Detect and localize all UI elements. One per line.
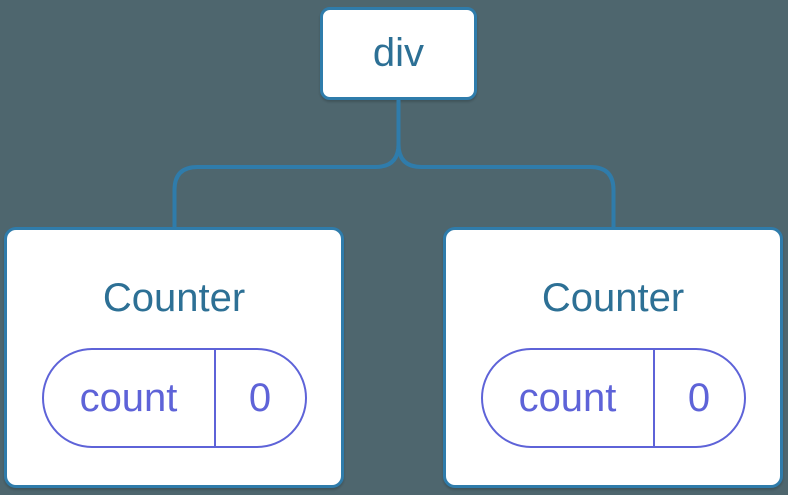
state-pill: count 0 (41, 348, 307, 448)
tree-node-counter-left: Counter count 0 (4, 227, 344, 488)
tree-node-counter-right: Counter count 0 (443, 227, 783, 488)
root-node-label: div (372, 31, 425, 75)
state-pill: count 0 (480, 348, 746, 448)
state-value: 0 (248, 375, 272, 420)
component-name: Counter (102, 276, 246, 320)
component-name: Counter (541, 276, 685, 320)
connector-left-branch (172, 97, 401, 229)
state-value: 0 (687, 375, 711, 420)
state-key: count (483, 350, 655, 446)
tree-node-div: div (320, 7, 477, 100)
state-key: count (44, 350, 216, 446)
connector-right-branch (396, 97, 616, 229)
